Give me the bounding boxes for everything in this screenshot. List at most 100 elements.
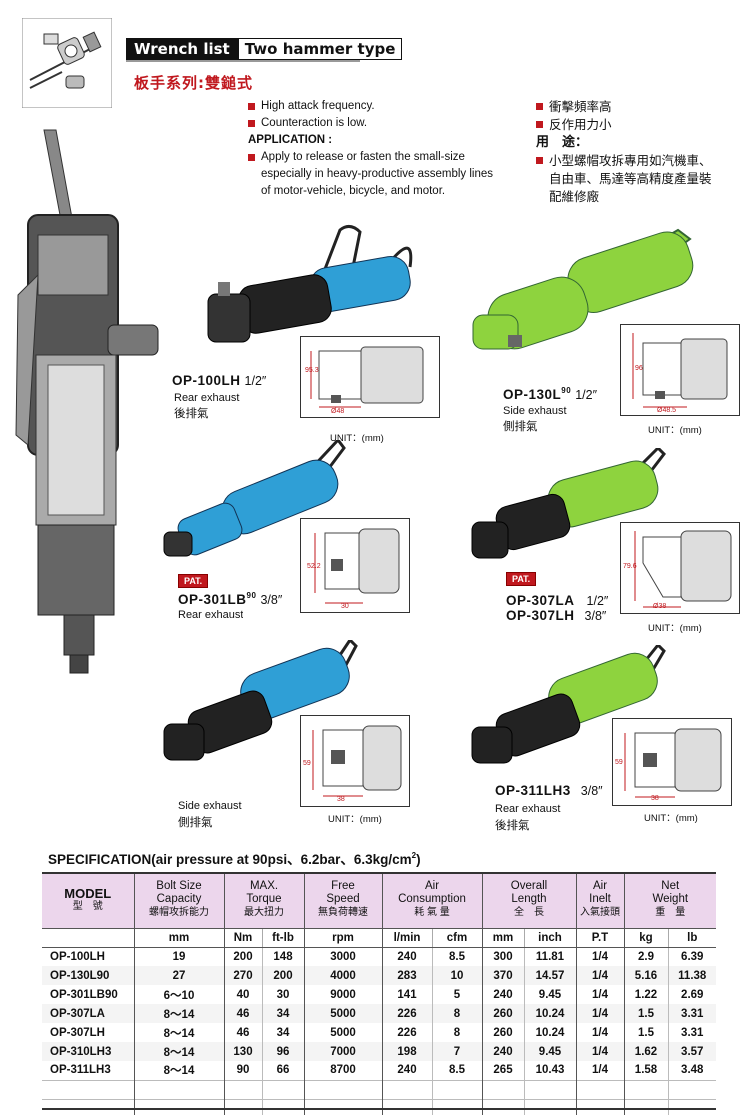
spec-cell: 7000 (303, 1042, 382, 1061)
blank-cell (133, 1098, 224, 1115)
unit-cell: kg (623, 927, 668, 948)
op-100lh-dimension-drawing: 95.3 Ø48 (300, 336, 440, 418)
unit-cell: mm (481, 927, 524, 948)
dim-height: 59 (303, 760, 311, 767)
model-name: OP-311LH3 (495, 783, 571, 798)
spec-cell: 300 (481, 947, 524, 966)
unit-cell (42, 927, 134, 948)
spec-cell: 240 (381, 947, 432, 966)
spec-cell: 8.5 (431, 947, 482, 966)
spec-cell: 1/4 (575, 985, 624, 1004)
title-black: Wrench list (126, 38, 238, 60)
spec-cell: 34 (261, 1023, 304, 1042)
spec-cell: 40 (223, 985, 262, 1004)
dim-height: 95.3 (305, 367, 319, 374)
spec-cell: 226 (381, 1023, 432, 1042)
features-zh: 衝擊頻率高 反作用力小 用 途： 小型螺帽攻拆專用如汽機車、 自由車、馬達等高精… (536, 98, 746, 206)
blank-cell (667, 1079, 716, 1099)
spec-cell: 96 (261, 1042, 304, 1061)
blank-cell (261, 1098, 304, 1115)
spec-cell: 270 (223, 966, 262, 985)
op-301lb90-dimension-drawing: 52.2 30 (300, 518, 410, 613)
unit-cell: inch (523, 927, 576, 948)
spec-cell: 7 (431, 1042, 482, 1061)
spec-cell: 370 (481, 966, 524, 985)
model-cell: OP-307LH (50, 1026, 105, 1039)
blank-cell (667, 1098, 716, 1115)
exhaust-en: Side exhaust (503, 405, 567, 417)
spec-cell: 34 (261, 1004, 304, 1023)
model-size: 3/8″ (580, 784, 603, 798)
wrench-parts-icon (22, 18, 112, 108)
spec-cell: 46 (223, 1004, 262, 1023)
blank-cell (481, 1079, 524, 1099)
blank-cell (223, 1079, 262, 1099)
spec-cell: 30 (261, 985, 304, 1004)
dim-width: Ø38 (653, 603, 667, 610)
blank-cell (133, 1079, 224, 1099)
op-311lh3-dimension-drawing: 59 38 (612, 718, 732, 806)
blank-cell (303, 1098, 382, 1115)
spec-title: SPECIFICATION(air pressure at 90psi、6.2b… (48, 851, 421, 867)
spec-cell: 8.5 (431, 1061, 482, 1080)
spec-cell: 1.5 (623, 1004, 668, 1023)
unit-label: UNIT：(mm) (328, 814, 382, 825)
bullet-icon (536, 103, 543, 110)
bullet-icon (248, 120, 255, 127)
model-cell: OP-301LB90 (50, 988, 118, 1001)
spec-cell: 1.62 (623, 1042, 668, 1061)
patent-badge: PAT. (178, 574, 209, 588)
unit-cell: l/min (381, 927, 432, 948)
spec-cell: 3000 (303, 947, 382, 966)
spec-cell: 1.22 (623, 985, 668, 1004)
spec-cell: 6.39 (667, 947, 716, 966)
bullet-icon (536, 157, 543, 164)
blank-row (42, 1098, 716, 1115)
spec-cell: 10.24 (523, 1004, 576, 1023)
spec-cell: 3.31 (667, 1004, 716, 1023)
model-name: OP-100LH (172, 373, 241, 388)
op-307la-tool-image (471, 448, 666, 559)
op-130l90-dimension-drawing: 96 Ø48.5 (620, 324, 740, 416)
model-cell: OP-100LH (50, 950, 105, 963)
blank-row (42, 1079, 716, 1099)
section-title: Wrench list Two hammer type (126, 38, 403, 60)
model-size: 1/2″ (575, 388, 597, 402)
dim-width: Ø48 (331, 408, 345, 415)
spec-cell: 141 (381, 985, 432, 1004)
op-311lh3-label: OP-311LH3 3/8″ (495, 782, 603, 800)
model-name: OP-130L (503, 387, 562, 402)
model-sup: 90 (246, 591, 257, 600)
blank-cell (623, 1079, 668, 1099)
spec-cell: 8～14 (133, 1004, 224, 1023)
exhaust-zh: 側排氣 (178, 815, 213, 829)
unit-cell: mm (133, 927, 224, 948)
dim-width: 38 (337, 796, 345, 803)
spec-cell: 8700 (303, 1061, 382, 1080)
exhaust-en: Side exhaust (178, 800, 242, 812)
spec-cell: 5000 (303, 1023, 382, 1042)
unit-cell: rpm (303, 927, 382, 948)
feature-item-cont: 配維修廠 (549, 189, 600, 204)
dim-height: 96 (635, 365, 643, 372)
cutaway-tool-image (15, 129, 159, 674)
spec-cell: 240 (381, 1061, 432, 1080)
feature-item: 小型螺帽攻拆專用如汽機車、 (536, 152, 746, 170)
blank-cell (523, 1098, 576, 1115)
blank-cell (223, 1098, 262, 1115)
dim-height: 59 (615, 759, 623, 766)
bullet-icon (536, 121, 543, 128)
spec-cell: 14.57 (523, 966, 576, 985)
spec-cell: 265 (481, 1061, 524, 1080)
spec-cell: 5.16 (623, 966, 668, 985)
